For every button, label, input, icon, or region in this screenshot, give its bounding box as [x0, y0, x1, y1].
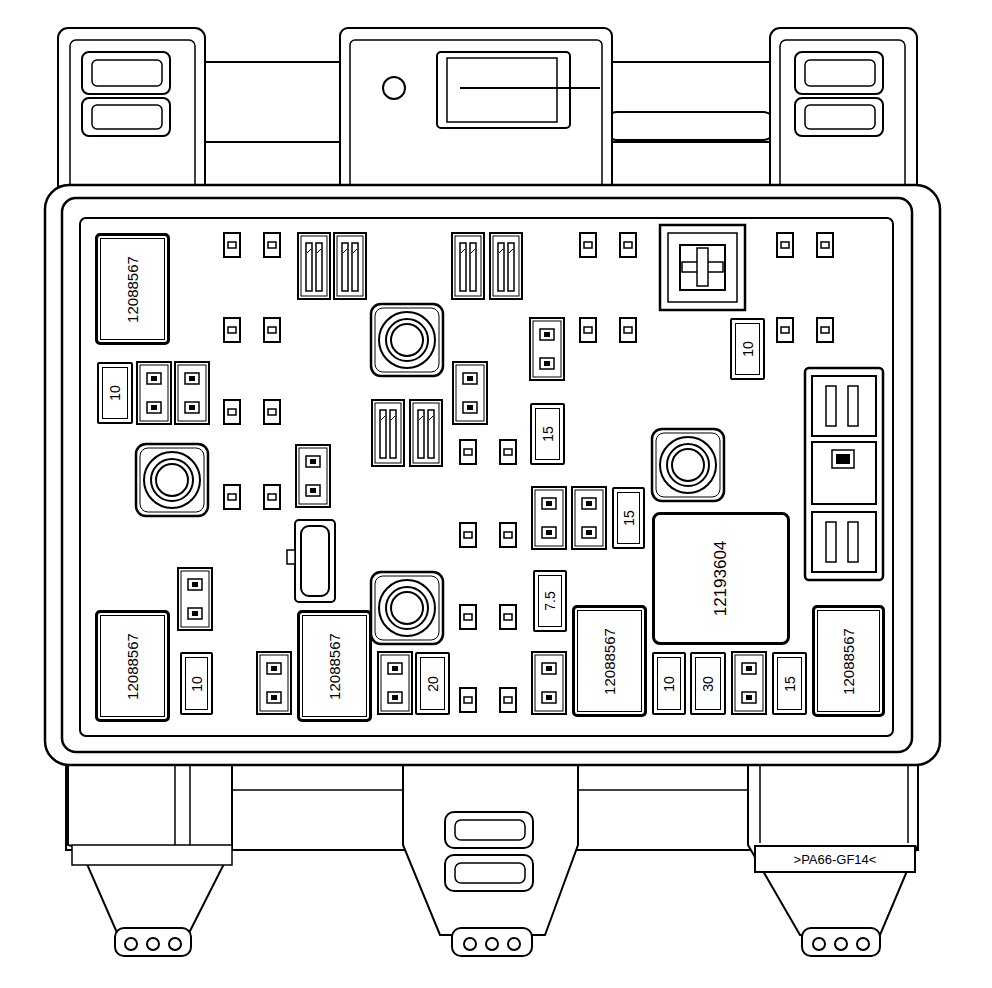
- mini-fuse: [572, 487, 606, 549]
- fuse-socket: [224, 233, 240, 257]
- housing-body: [45, 185, 940, 765]
- fuse-socket: [460, 688, 476, 712]
- blade-fuse: [452, 233, 484, 299]
- top-right-tab: [770, 28, 917, 200]
- mini-fuse: [137, 362, 171, 424]
- housing-slot: [605, 112, 775, 140]
- housing-rim: [62, 198, 912, 752]
- mini-fuse: [532, 652, 566, 714]
- part-number: 20: [425, 676, 439, 692]
- blade-fuse: [490, 233, 522, 299]
- mini-fuse: [732, 652, 766, 714]
- part-number: 12088567: [327, 633, 342, 700]
- relay: 12088567: [95, 233, 170, 345]
- fuse: 10: [730, 318, 765, 380]
- part-number: 30: [701, 676, 715, 692]
- fuse-socket: [460, 440, 476, 464]
- bolt-stud: [371, 572, 443, 644]
- bottom-right-tab: [748, 745, 918, 956]
- fuse-socket: [777, 233, 793, 257]
- fuse-socket: [224, 485, 240, 509]
- relay: 12088567: [812, 605, 885, 717]
- bolt-stud: [136, 444, 208, 516]
- part-number: 12088567: [125, 256, 140, 323]
- fuse: 10: [180, 652, 213, 715]
- fuse-socket: [620, 233, 636, 257]
- fuse-socket: [580, 318, 596, 342]
- part-number: 10: [662, 676, 676, 692]
- material-code: >PA66-GF14<: [757, 848, 913, 870]
- fuse-socket: [224, 400, 240, 424]
- fuse: 30: [690, 652, 726, 715]
- fuse-socket: [620, 318, 636, 342]
- part-number: 10: [740, 341, 754, 357]
- blade-fuse: [372, 400, 404, 466]
- fuse: 7.5: [533, 570, 567, 632]
- mini-fuse: [296, 445, 330, 507]
- mini-fuse: [453, 362, 487, 424]
- diode-module: [287, 520, 335, 602]
- side-connector: [805, 368, 883, 580]
- blade-fuse: [334, 233, 366, 299]
- top-left-tab: [58, 28, 205, 200]
- relay: 12088567: [95, 610, 170, 722]
- fuse: 15: [612, 487, 645, 549]
- part-number: 15: [782, 676, 796, 692]
- part-number: 12088567: [602, 628, 617, 695]
- part-number: 10: [108, 385, 122, 401]
- mini-fuse: [178, 568, 212, 630]
- fuse-socket: [224, 318, 240, 342]
- fuse-socket: [264, 485, 280, 509]
- part-number: 7.5: [543, 591, 557, 610]
- main-relay: 12193604: [652, 512, 790, 645]
- square-connector: [660, 225, 745, 310]
- mini-fuse: [257, 652, 291, 714]
- fuse-socket: [777, 318, 793, 342]
- fuse-socket: [264, 318, 280, 342]
- fuse: 20: [415, 652, 450, 715]
- part-number: 12088567: [125, 633, 140, 700]
- mini-fuse: [530, 318, 564, 380]
- bottom-left-tab: [68, 745, 232, 956]
- fuse-socket: [500, 523, 516, 547]
- blade-fuse: [298, 233, 330, 299]
- fuse-socket: [264, 400, 280, 424]
- fuse-socket: [460, 605, 476, 629]
- top-middle-tab: [340, 28, 612, 200]
- fuse-socket: [500, 688, 516, 712]
- bolt-stud: [371, 304, 443, 376]
- part-number: 15: [621, 510, 635, 526]
- part-number: 10: [189, 676, 203, 692]
- fuse: 10: [652, 652, 686, 715]
- fuse-socket: [817, 233, 833, 257]
- relay: 12088567: [572, 605, 647, 717]
- fuse-socket: [817, 318, 833, 342]
- fuse-socket: [500, 440, 516, 464]
- part-number: 12193604: [712, 541, 729, 617]
- fuse-socket: [264, 233, 280, 257]
- part-number: 15: [540, 426, 554, 442]
- mini-fuse: [532, 487, 566, 549]
- bolt-stud: [652, 429, 724, 501]
- bottom-middle-tab: [403, 745, 578, 956]
- fuse-panel: [80, 218, 893, 736]
- mini-fuse: [378, 652, 412, 714]
- fuse-socket: [460, 523, 476, 547]
- relay: 12088567: [297, 610, 372, 722]
- mini-fuse: [175, 362, 209, 424]
- fuse: 15: [772, 652, 807, 715]
- fuse-socket: [580, 233, 596, 257]
- fuse-socket: [500, 605, 516, 629]
- fuse: 15: [530, 403, 565, 465]
- part-number: 12088567: [841, 628, 856, 695]
- fuse: 10: [97, 362, 133, 424]
- blade-fuse: [410, 400, 442, 466]
